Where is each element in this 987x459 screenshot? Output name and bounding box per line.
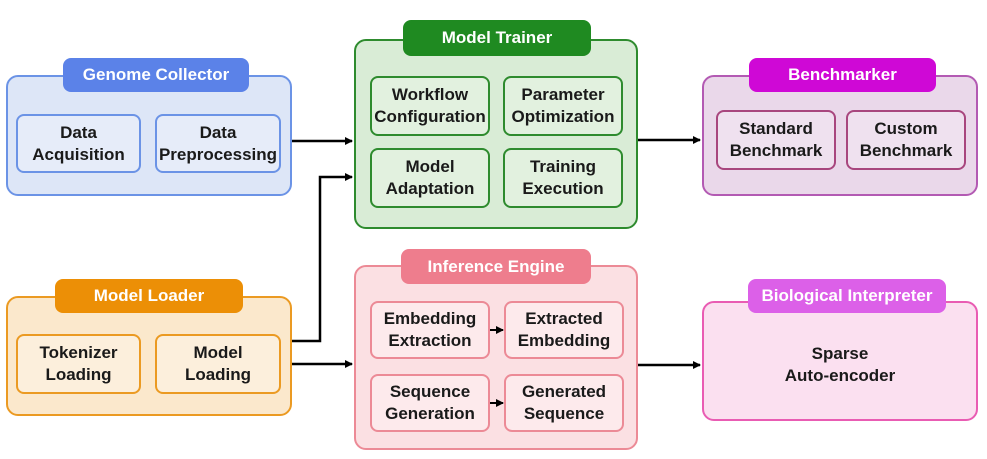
custom-benchmark-line2: Benchmark xyxy=(859,141,953,160)
embedding-extraction-box: Embedding Extraction xyxy=(370,301,490,359)
training-execution-box: Training Execution xyxy=(503,148,623,208)
generated-sequence-line1: Generated xyxy=(521,382,607,401)
parameter-optimization-line2: Optimization xyxy=(511,107,615,126)
model-adaptation-line2: Adaptation xyxy=(385,179,475,198)
data-preprocessing-box: Data Preprocessing xyxy=(155,114,281,173)
biological-interpreter-group xyxy=(702,301,978,421)
generated-sequence-box: Generated Sequence xyxy=(504,374,624,432)
tokenizer-loading-line2: Loading xyxy=(45,365,112,384)
sequence-generation-line1: Sequence xyxy=(389,382,471,401)
model-loading-box: Model Loading xyxy=(155,334,281,394)
training-execution-line1: Training xyxy=(529,157,597,176)
arrow-loader-to-trainer xyxy=(292,173,353,343)
sparse-autoencoder-label: Sparse Auto-encoder xyxy=(702,330,978,400)
model-adaptation-box: Model Adaptation xyxy=(370,148,490,208)
biological-interpreter-title: Biological Interpreter xyxy=(748,279,946,313)
workflow-configuration-line2: Configuration xyxy=(374,107,486,126)
tokenizer-loading-box: Tokenizer Loading xyxy=(16,334,141,394)
workflow-configuration-box: Workflow Configuration xyxy=(370,76,490,136)
inference-engine-title: Inference Engine xyxy=(401,249,591,284)
custom-benchmark-box: Custom Benchmark xyxy=(846,110,966,170)
data-preprocessing-line2: Preprocessing xyxy=(158,144,278,164)
model-adaptation-line1: Model xyxy=(405,157,455,176)
data-acquisition-line1: Data xyxy=(60,122,97,142)
model-trainer-title: Model Trainer xyxy=(403,20,591,56)
tokenizer-loading-line1: Tokenizer xyxy=(39,343,118,362)
data-acquisition-box: Data Acquisition xyxy=(16,114,141,173)
sparse-autoencoder-line2: Auto-encoder xyxy=(784,366,896,385)
extracted-embedding-line1: Extracted xyxy=(525,309,603,328)
model-loading-line1: Model xyxy=(193,343,243,362)
training-execution-line2: Execution xyxy=(522,179,604,198)
sequence-generation-line2: Generation xyxy=(385,404,475,423)
extracted-embedding-box: Extracted Embedding xyxy=(504,301,624,359)
model-loader-title: Model Loader xyxy=(55,279,243,313)
data-acquisition-line2: Acquisition xyxy=(32,144,125,164)
benchmarker-title: Benchmarker xyxy=(749,58,936,92)
extracted-embedding-line2: Embedding xyxy=(517,331,611,350)
sequence-generation-box: Sequence Generation xyxy=(370,374,490,432)
standard-benchmark-line1: Standard xyxy=(739,119,813,138)
embedding-extraction-line1: Embedding xyxy=(383,309,477,328)
workflow-configuration-line1: Workflow xyxy=(391,85,469,104)
custom-benchmark-line1: Custom xyxy=(874,119,938,138)
parameter-optimization-line1: Parameter xyxy=(521,85,605,104)
data-preprocessing-line1: Data xyxy=(199,122,237,142)
generated-sequence-line2: Sequence xyxy=(523,404,605,423)
parameter-optimization-box: Parameter Optimization xyxy=(503,76,623,136)
standard-benchmark-box: Standard Benchmark xyxy=(716,110,836,170)
standard-benchmark-line2: Benchmark xyxy=(729,141,823,160)
model-loading-line2: Loading xyxy=(184,365,252,384)
sparse-autoencoder-line1: Sparse xyxy=(811,344,869,363)
genome-collector-title: Genome Collector xyxy=(63,58,249,92)
embedding-extraction-line2: Extraction xyxy=(388,331,472,350)
